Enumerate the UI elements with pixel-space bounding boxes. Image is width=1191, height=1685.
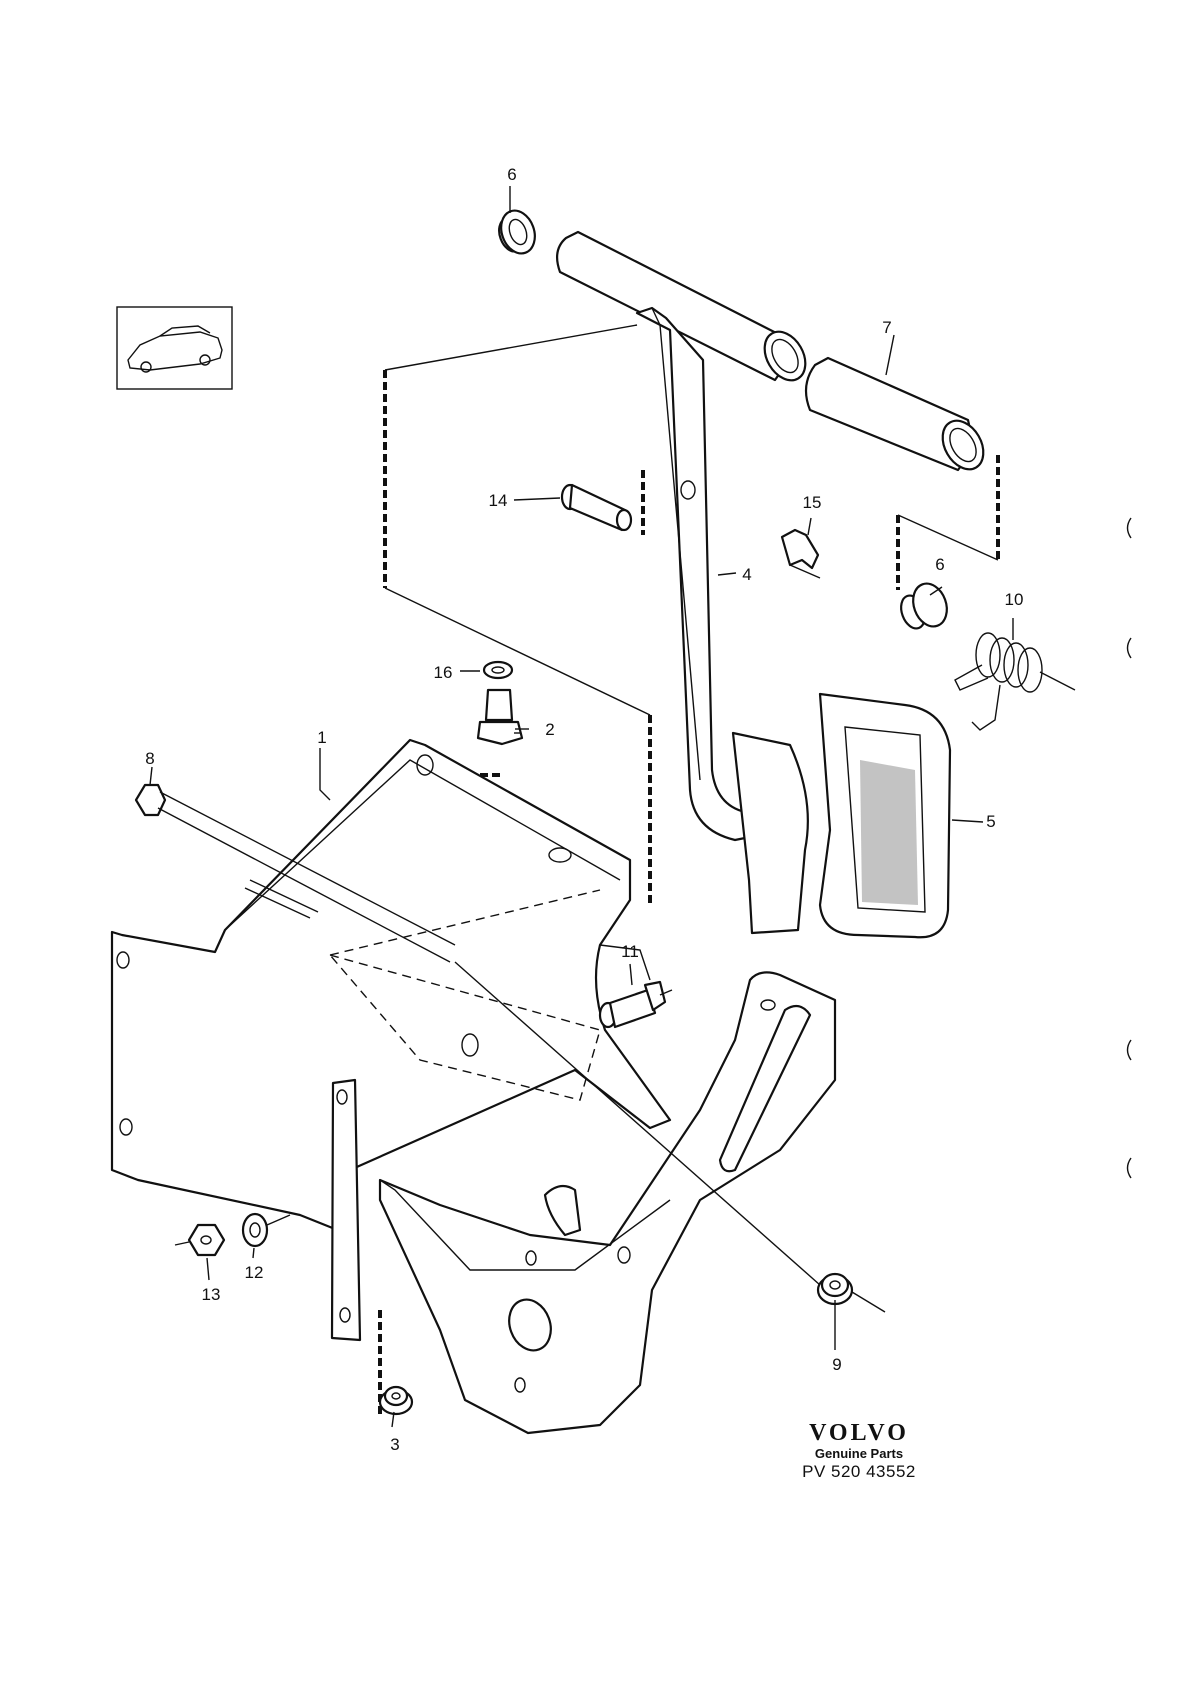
callout-11: 11 <box>621 942 639 961</box>
callout-1: 1 <box>317 728 326 747</box>
hex-nut <box>174 1223 226 1257</box>
pedal-shaft-sleeve <box>804 356 985 472</box>
bush-lower <box>900 582 948 630</box>
diagram-code: PV 520 43552 <box>802 1462 916 1481</box>
volvo-logo: VOLVO <box>809 1420 909 1446</box>
callout-12: 12 <box>245 1263 264 1282</box>
callout-6-top: 6 <box>507 165 516 184</box>
callout-labels: 1 2 3 4 5 6 6 7 8 9 10 11 12 13 14 15 16 <box>145 165 1023 1454</box>
callout-16: 16 <box>434 663 453 682</box>
callout-14: 14 <box>489 491 508 510</box>
lower-bracket <box>330 971 837 1435</box>
pivot-pin <box>560 483 633 532</box>
callout-9: 9 <box>832 1355 841 1374</box>
callout-5: 5 <box>986 812 995 831</box>
flange-nut-large <box>816 1272 886 1313</box>
leader-lines <box>149 186 1014 1428</box>
pedal-shaft-tube <box>555 230 807 382</box>
callout-3: 3 <box>390 1435 399 1454</box>
callout-6-lower: 6 <box>935 555 944 574</box>
lock-washer <box>241 1212 291 1248</box>
bush-top <box>498 209 536 255</box>
callout-4: 4 <box>742 565 751 584</box>
pedal-pad <box>731 692 952 939</box>
flange-nut-small <box>378 1385 414 1416</box>
return-spring <box>954 632 1076 731</box>
mounting-bolt <box>476 660 524 746</box>
callout-7: 7 <box>882 318 891 337</box>
vehicle-thumbnail <box>116 306 233 390</box>
callout-13: 13 <box>202 1285 221 1304</box>
callout-2: 2 <box>545 720 554 739</box>
callout-8: 8 <box>145 749 154 768</box>
brand-block: VOLVO Genuine Parts PV 520 43552 <box>789 1420 929 1482</box>
retaining-clip <box>780 528 821 579</box>
brake-light-switch <box>598 980 673 1029</box>
pedal-bracket <box>110 738 672 1237</box>
genuine-parts-label: Genuine Parts <box>814 1446 904 1461</box>
callout-15: 15 <box>803 493 822 512</box>
pivot-bolt <box>134 783 821 1286</box>
callout-10: 10 <box>1005 590 1024 609</box>
margin-marks <box>1126 517 1132 1179</box>
